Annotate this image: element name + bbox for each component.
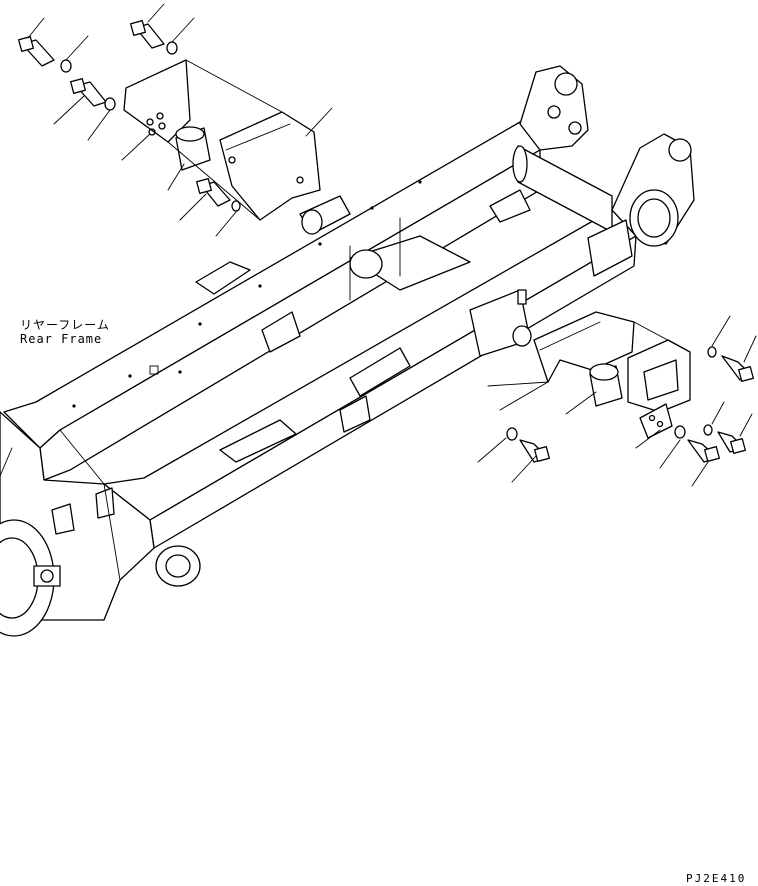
washer-upper-3 <box>104 97 116 111</box>
front-cross-tube <box>299 195 351 235</box>
bolt-upper-2 <box>130 20 165 49</box>
lower-flange-plate <box>639 403 673 439</box>
lower-frame-bracket <box>533 311 635 383</box>
washer-lower-1 <box>707 346 717 358</box>
lower-cushion <box>589 363 623 407</box>
bolt-upper-4 <box>196 178 231 207</box>
upper-mount-group <box>18 3 333 237</box>
rear-frame <box>0 65 695 637</box>
upper-frame-bracket <box>219 111 321 221</box>
rear-frame-label-en: Rear Frame <box>20 332 103 346</box>
upper-cushion <box>175 126 211 171</box>
drawing-code: PJ2E410 <box>686 872 747 885</box>
right-rail-details <box>469 219 633 357</box>
bolt-lower-3 <box>687 439 720 463</box>
rear-frame-label-jp: リヤーフレーム <box>20 318 110 332</box>
washer-lower-3 <box>674 425 686 439</box>
lower-mount-group <box>477 311 757 487</box>
washer-lower-4 <box>506 427 518 441</box>
washer-upper-4 <box>231 200 241 212</box>
washer-upper-1 <box>60 59 72 73</box>
bolt-lower-2 <box>717 431 746 454</box>
rear-cross-tube <box>512 145 613 233</box>
left-pivot-bracket <box>519 65 589 151</box>
washer-lower-2 <box>703 424 713 436</box>
bolt-lower-1 <box>721 355 754 382</box>
rivets <box>72 180 422 408</box>
bolt-upper-1 <box>18 36 55 67</box>
bolt-lower-4 <box>519 439 550 463</box>
center-cross-tube <box>349 217 471 301</box>
underside-mounts <box>195 189 531 463</box>
washer-upper-2 <box>166 41 178 55</box>
right-pivot-bracket <box>611 133 695 247</box>
lower-bracket-plate <box>627 339 691 413</box>
axle-housing <box>0 411 201 637</box>
bolt-upper-3 <box>70 78 107 107</box>
